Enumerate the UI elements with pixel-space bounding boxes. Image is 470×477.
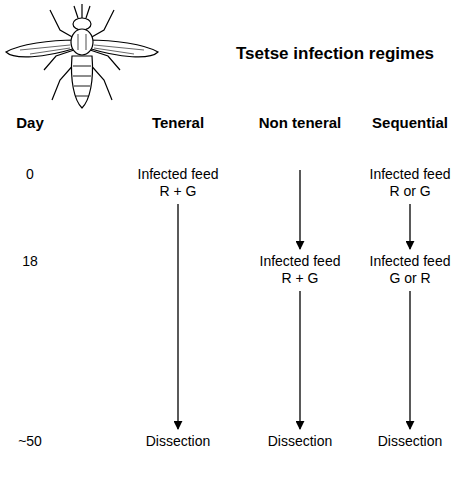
column-header: Teneral [152, 114, 204, 131]
column-header: Non teneral [259, 114, 342, 131]
node-text: Infected feed R or G [368, 166, 453, 200]
node-text: Dissection [258, 433, 342, 450]
column-header: Sequential [372, 114, 448, 131]
stage-node: Infected feed R or G [368, 166, 453, 200]
title: Tsetse infection regimes [236, 44, 434, 64]
stage-node: Infected feed R + G [258, 253, 343, 287]
stage-node: Infected feed G or R [368, 253, 453, 287]
node-text: Infected feed R + G [136, 166, 221, 200]
timeline-arrow [299, 170, 300, 249]
timeline-arrow [409, 291, 410, 429]
timeline-arrow [177, 204, 178, 429]
node-text: Dissection [368, 433, 452, 450]
timeline-arrow [299, 291, 300, 429]
day-label: 0 [26, 166, 34, 182]
tsetse-fly [6, 4, 158, 108]
stage-node: Dissection [136, 433, 220, 450]
timeline-arrow [409, 204, 410, 249]
stage-node: Infected feed R + G [136, 166, 221, 200]
column-header: Day [16, 114, 44, 131]
stage-node: Dissection [258, 433, 342, 450]
stage-node: Dissection [368, 433, 452, 450]
node-text: Infected feed G or R [368, 253, 453, 287]
node-text: Infected feed R + G [258, 253, 343, 287]
day-label: 18 [22, 253, 38, 269]
node-text: Dissection [136, 433, 220, 450]
day-label: ~50 [18, 433, 42, 449]
